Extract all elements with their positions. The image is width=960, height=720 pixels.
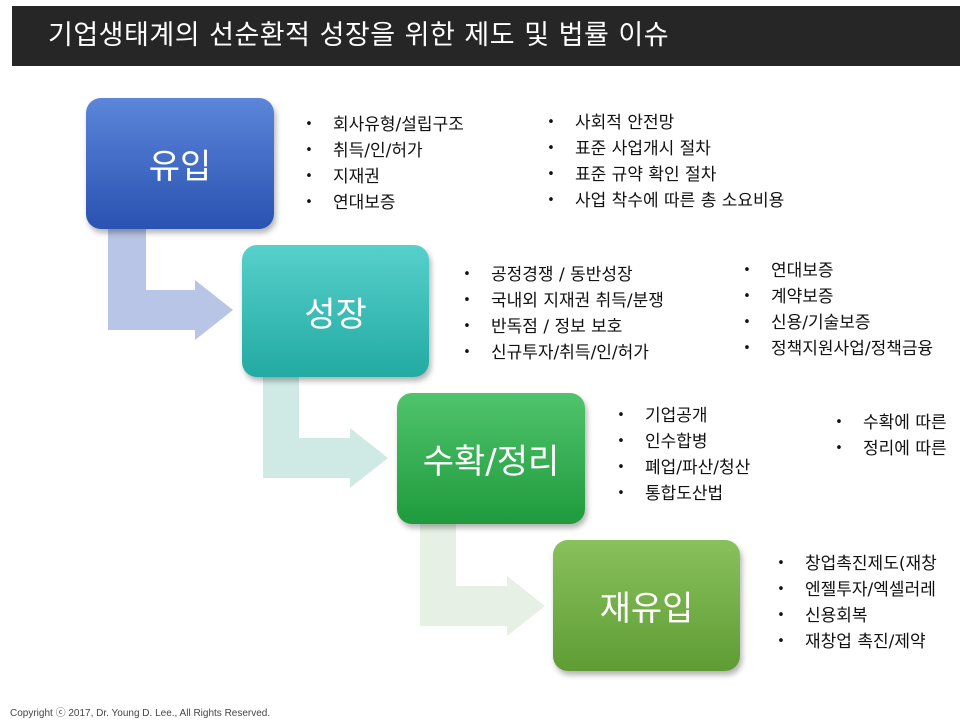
list-item: • 신규투자/취득/인/허가 — [460, 340, 664, 366]
stage-reentry-box: 재유입 — [553, 540, 740, 671]
list-item-text: 공정경쟁 / 동반성장 — [491, 265, 633, 285]
list-item-text: 인수합병 — [645, 432, 708, 452]
bullet-icon: • — [305, 117, 313, 132]
bullet-icon: • — [305, 195, 313, 210]
list-item: • 표준 규약 확인 절차 — [544, 162, 784, 188]
bullet-icon: • — [777, 608, 785, 623]
bullet-icon: • — [617, 486, 625, 501]
list-item: • 인수합병 — [614, 429, 750, 455]
bullet-icon: • — [463, 319, 471, 334]
page-title: 기업생태계의 선순환적 성장을 위한 제도 및 법률 이슈 — [12, 6, 960, 66]
list-item: • 국내외 지재권 취득/분쟁 — [460, 288, 664, 314]
copyright-notice: Copyright ⓒ 2017, Dr. Young D. Lee., All… — [10, 708, 271, 719]
list-item-text: 회사유형/설립구조 — [333, 115, 464, 135]
list-item: • 지재권 — [302, 164, 464, 190]
list-item: • 반독점 / 정보 보호 — [460, 314, 664, 340]
bullet-icon: • — [743, 289, 751, 304]
list-item: • 창업촉진제도(재창 — [774, 551, 937, 577]
list-item: • 연대보증 — [302, 190, 464, 216]
bullet-icon: • — [617, 408, 625, 423]
bullet-icon: • — [617, 460, 625, 475]
list-item: • 정책지원사업/정책금융 — [740, 336, 933, 362]
bullet-icon: • — [463, 345, 471, 360]
list-item: • 표준 사업개시 절차 — [544, 136, 784, 162]
bullet-icon: • — [777, 634, 785, 649]
list-item-text: 신용/기술보증 — [771, 313, 871, 333]
list-item-text: 반독점 / 정보 보호 — [491, 317, 623, 337]
list-item-text: 엔젤투자/엑셀러레 — [805, 580, 936, 600]
list-item-text: 정리에 따른 — [863, 439, 947, 459]
bullet-icon: • — [743, 315, 751, 330]
flow-arrow-entry-to-growth — [108, 229, 233, 340]
bullet-icon: • — [463, 267, 471, 282]
bullet-icon: • — [777, 582, 785, 597]
list-item-text: 표준 규약 확인 절차 — [575, 165, 717, 185]
list-item: • 수확에 따른 — [832, 410, 947, 436]
growth-issues-list: • 공정경쟁 / 동반성장 • 국내외 지재권 취득/분쟁 • 반독점 / 정보 보호 • 신… — [460, 262, 664, 366]
bullet-icon: • — [743, 263, 751, 278]
list-item-text: 정책지원사업/정책금융 — [771, 339, 934, 359]
bullet-icon: • — [547, 141, 555, 156]
list-item-text: 연대보증 — [333, 193, 396, 213]
list-item: • 재창업 촉진/제약 — [774, 629, 937, 655]
list-item-text: 사업 착수에 따른 총 소요비용 — [575, 191, 785, 211]
list-item-text: 신규투자/취득/인/허가 — [491, 343, 649, 363]
entry-issues-list: • 회사유형/설립구조 • 취득/인/허가 • 지재권 • 연대보증 — [302, 112, 464, 216]
exit-followup-list: • 수확에 따른 • 정리에 따른 — [832, 410, 947, 462]
list-item: • 기업공개 — [614, 403, 750, 429]
list-item: • 엔젤투자/엑셀러레 — [774, 577, 937, 603]
list-item: • 공정경쟁 / 동반성장 — [460, 262, 664, 288]
exit-issues-list: • 기업공개 • 인수합병 • 폐업/파산/청산 • 통합도산법 — [614, 403, 750, 507]
list-item: • 연대보증 — [740, 258, 933, 284]
list-item: • 폐업/파산/청산 — [614, 455, 750, 481]
list-item-text: 표준 사업개시 절차 — [575, 139, 711, 159]
list-item-text: 통합도산법 — [645, 484, 724, 504]
list-item-text: 취득/인/허가 — [333, 141, 423, 161]
bullet-icon: • — [835, 415, 843, 430]
list-item: • 사회적 안전망 — [544, 110, 784, 136]
list-item-text: 수확에 따른 — [863, 413, 947, 433]
reentry-issues-list: • 창업촉진제도(재창 • 엔젤투자/엑셀러레 • 신용회복 • 재창업 촉진/제약 — [774, 551, 937, 655]
list-item: • 취득/인/허가 — [302, 138, 464, 164]
list-item-text: 연대보증 — [771, 261, 834, 281]
bullet-icon: • — [835, 441, 843, 456]
list-item: • 신용/기술보증 — [740, 310, 933, 336]
bullet-icon: • — [305, 143, 313, 158]
flow-arrow-exit-to-reentry — [420, 524, 545, 636]
bullet-icon: • — [463, 293, 471, 308]
stage-exit-box: 수확/정리 — [397, 393, 585, 524]
list-item: • 통합도산법 — [614, 481, 750, 507]
list-item-text: 재창업 촉진/제약 — [805, 632, 926, 652]
bullet-icon: • — [743, 341, 751, 356]
flow-arrow-growth-to-exit — [263, 377, 388, 488]
bullet-icon: • — [547, 193, 555, 208]
bullet-icon: • — [547, 115, 555, 130]
list-item: • 신용회복 — [774, 603, 937, 629]
list-item-text: 신용회복 — [805, 606, 868, 626]
list-item-text: 지재권 — [333, 167, 380, 187]
stage-entry-box: 유입 — [86, 98, 274, 229]
bullet-icon: • — [777, 556, 785, 571]
list-item-text: 폐업/파산/청산 — [645, 458, 751, 478]
list-item-text: 기업공개 — [645, 406, 708, 426]
list-item: • 사업 착수에 따른 총 소요비용 — [544, 188, 784, 214]
growth-guarantee-list: • 연대보증 • 계약보증 • 신용/기술보증 • 정책지원사업/정책금융 — [740, 258, 933, 362]
list-item-text: 국내외 지재권 취득/분쟁 — [491, 291, 664, 311]
bullet-icon: • — [305, 169, 313, 184]
list-item: • 회사유형/설립구조 — [302, 112, 464, 138]
list-item-text: 창업촉진제도(재창 — [805, 554, 937, 574]
stage-growth-box: 성장 — [242, 245, 429, 377]
entry-safety-list: • 사회적 안전망 • 표준 사업개시 절차 • 표준 규약 확인 절차 • 사업 착수에 따… — [544, 110, 784, 214]
list-item: • 정리에 따른 — [832, 436, 947, 462]
list-item-text: 사회적 안전망 — [575, 113, 675, 133]
bullet-icon: • — [547, 167, 555, 182]
bullet-icon: • — [617, 434, 625, 449]
list-item-text: 계약보증 — [771, 287, 834, 307]
list-item: • 계약보증 — [740, 284, 933, 310]
